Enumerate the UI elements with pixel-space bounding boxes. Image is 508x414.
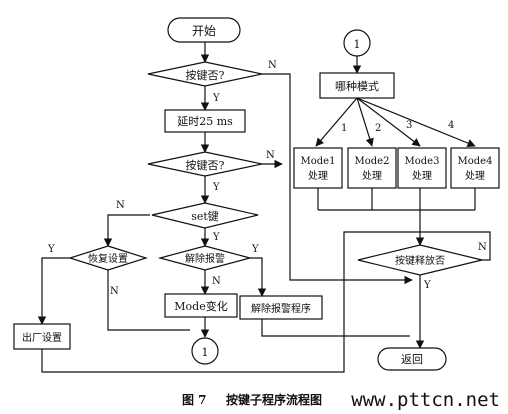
- branch-number-2: 2: [375, 123, 381, 134]
- decision-key-pressed-2: 按键否?: [147, 151, 263, 177]
- decision-set-key: set键: [151, 202, 259, 229]
- mode-1-name: Mode1: [301, 156, 336, 167]
- decision-set-key-label: set键: [191, 209, 219, 223]
- label-yes-restore: Y: [47, 244, 55, 255]
- decision-key-pressed-2-label: 按键否?: [186, 158, 225, 172]
- process-mode-change-label: Mode变化: [174, 299, 227, 313]
- mode-box-3: Mode3 处理: [397, 147, 447, 189]
- branch-number-1: 1: [341, 123, 347, 134]
- process-clear-alarm-program-label: 解除报警程序: [251, 302, 311, 315]
- label-yes-set: Y: [212, 232, 220, 243]
- label-no-restore: N: [110, 286, 119, 297]
- connector-top: 1: [343, 29, 371, 57]
- figure-number: 图 7: [182, 393, 207, 407]
- mode-box-2: Mode2 处理: [347, 147, 397, 189]
- label-yes-released: Y: [423, 280, 431, 291]
- process-factory-settings: 出厂设置: [13, 323, 71, 350]
- process-factory-settings-label: 出厂设置: [22, 331, 62, 344]
- process-mode-change: Mode变化: [164, 293, 238, 318]
- label-no-set: N: [116, 200, 125, 211]
- mode-box-1: Mode1 处理: [293, 147, 343, 189]
- process-delay: 延时25 ms: [164, 109, 246, 133]
- start-label: 开始: [192, 24, 216, 38]
- decision-key-pressed-1: 按键否?: [147, 61, 263, 87]
- mode-2-name: Mode2: [355, 156, 390, 167]
- label-yes-2: Y: [212, 182, 220, 193]
- mode-4-name: Mode4: [458, 156, 493, 167]
- decision-clear-alarm: 解除报警: [157, 245, 253, 271]
- connector-bottom-label: 1: [202, 346, 209, 359]
- connector-lines: [37, 42, 491, 373]
- branch-number-4: 4: [448, 120, 454, 131]
- decision-clear-alarm-label: 解除报警: [185, 252, 225, 265]
- process-delay-label: 延时25 ms: [177, 115, 233, 128]
- mode-box-4: Mode4 处理: [450, 147, 500, 189]
- figure-title: 按键子程序流程图: [226, 392, 322, 407]
- connector-top-label: 1: [354, 38, 361, 51]
- label-no-released: N: [478, 242, 487, 253]
- mode-3-sub: 处理: [412, 170, 432, 182]
- label-yes-1: Y: [212, 93, 220, 104]
- process-clear-alarm-program: 解除报警程序: [239, 295, 323, 320]
- connector-bottom: 1: [191, 337, 219, 365]
- label-no-1: N: [268, 60, 277, 71]
- mode-2-sub: 处理: [362, 170, 382, 182]
- watermark: www.pttcn.net: [351, 389, 500, 411]
- decision-key-released: 按键释放否: [357, 244, 483, 276]
- mode-1-sub: 处理: [308, 170, 328, 182]
- decision-restore-settings: 恢复设置: [68, 245, 148, 271]
- label-no-clear: N: [212, 276, 221, 287]
- decision-key-pressed-1-label: 按键否?: [186, 68, 225, 82]
- process-which-mode-label: 哪种模式: [335, 79, 379, 93]
- branch-number-3: 3: [406, 120, 412, 131]
- decision-restore-settings-label: 恢复设置: [88, 252, 128, 265]
- end-terminal: 返回: [377, 347, 447, 371]
- end-label: 返回: [401, 353, 423, 366]
- label-no-2: N: [266, 150, 275, 161]
- label-yes-clear: Y: [251, 244, 259, 255]
- mode-4-sub: 处理: [465, 170, 485, 182]
- process-which-mode: 哪种模式: [319, 72, 395, 99]
- start-terminal: 开始: [167, 17, 241, 43]
- decision-key-released-label: 按键释放否: [395, 254, 445, 267]
- mode-3-name: Mode3: [405, 156, 440, 167]
